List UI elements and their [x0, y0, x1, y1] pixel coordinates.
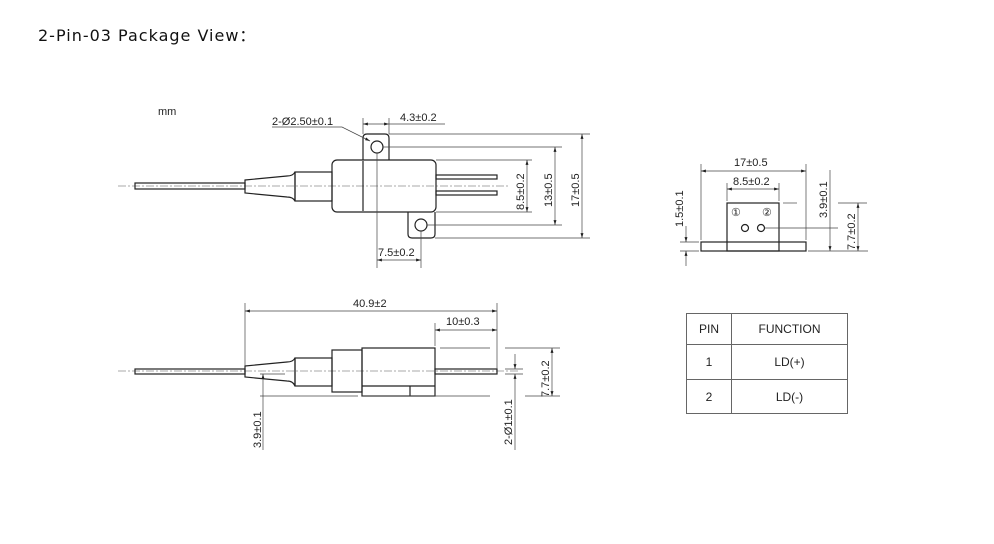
pin — [435, 174, 498, 180]
svg-text:8.5±0.2: 8.5±0.2 — [515, 173, 527, 210]
table-row: 1 LD(+) — [686, 344, 848, 380]
svg-text:4.3±0.2: 4.3±0.2 — [400, 112, 437, 124]
svg-text:7.7±0.2: 7.7±0.2 — [846, 213, 858, 250]
mount-hole — [370, 140, 384, 154]
svg-text:1.5±0.1: 1.5±0.1 — [674, 190, 686, 227]
top-view: 4.3±0.2 2-Ø2.50±0.1 8.5±0.2 13±0.5 17±0.… — [118, 112, 590, 268]
mount-tab-top — [362, 133, 390, 160]
end-body — [726, 202, 780, 252]
side-view: 40.9±2 10±0.3 3.9±0.1 2-Ø1±0.1 7.7±0.2 — [118, 298, 560, 450]
base-flange — [700, 241, 807, 252]
svg-text:17±0.5: 17±0.5 — [734, 157, 768, 169]
fiber — [134, 368, 246, 375]
pin-1 — [740, 223, 750, 233]
pin-2 — [756, 223, 766, 233]
svg-text:40.9±2: 40.9±2 — [353, 298, 387, 310]
end-view: ① ② 17±0.5 8.5±0.2 3.9±0.1 7.7±0.2 1.5±0… — [674, 157, 868, 266]
table-header-function: FUNCTION — [731, 313, 848, 345]
package-body — [361, 347, 436, 397]
table-header-pin: PIN — [686, 313, 732, 345]
svg-text:②: ② — [762, 207, 772, 219]
pin-function: LD(+) — [731, 344, 848, 380]
svg-text:17±0.5: 17±0.5 — [570, 173, 582, 207]
pin — [435, 190, 498, 196]
fiber-boot — [244, 357, 296, 387]
svg-text:7.5±0.2: 7.5±0.2 — [378, 247, 415, 259]
svg-text:3.9±0.1: 3.9±0.1 — [252, 411, 264, 448]
pin-number: 2 — [686, 379, 732, 414]
unit-label: mm — [158, 106, 176, 118]
svg-text:2-Ø2.50±0.1: 2-Ø2.50±0.1 — [272, 116, 333, 128]
svg-text:3.9±0.1: 3.9±0.1 — [818, 181, 830, 218]
pin — [434, 368, 498, 375]
mount-hole — [414, 218, 428, 232]
svg-text:8.5±0.2: 8.5±0.2 — [733, 176, 770, 188]
svg-text:①: ① — [731, 207, 741, 219]
package-body — [331, 159, 437, 213]
svg-text:2-Ø1±0.1: 2-Ø1±0.1 — [503, 399, 515, 445]
page-title: 2-Pin-03 Package View： — [38, 26, 257, 45]
mount-tab-bottom — [407, 212, 436, 239]
pin-number: 1 — [686, 344, 732, 380]
svg-text:10±0.3: 10±0.3 — [446, 316, 480, 328]
svg-text:13±0.5: 13±0.5 — [543, 173, 555, 207]
pin-function: LD(-) — [731, 379, 848, 414]
fiber-boot — [244, 171, 296, 202]
pin-function-table: PIN FUNCTION 1 LD(+) 2 LD(-) — [686, 313, 848, 414]
svg-text:7.7±0.2: 7.7±0.2 — [540, 360, 552, 397]
table-row: 2 LD(-) — [686, 379, 848, 414]
